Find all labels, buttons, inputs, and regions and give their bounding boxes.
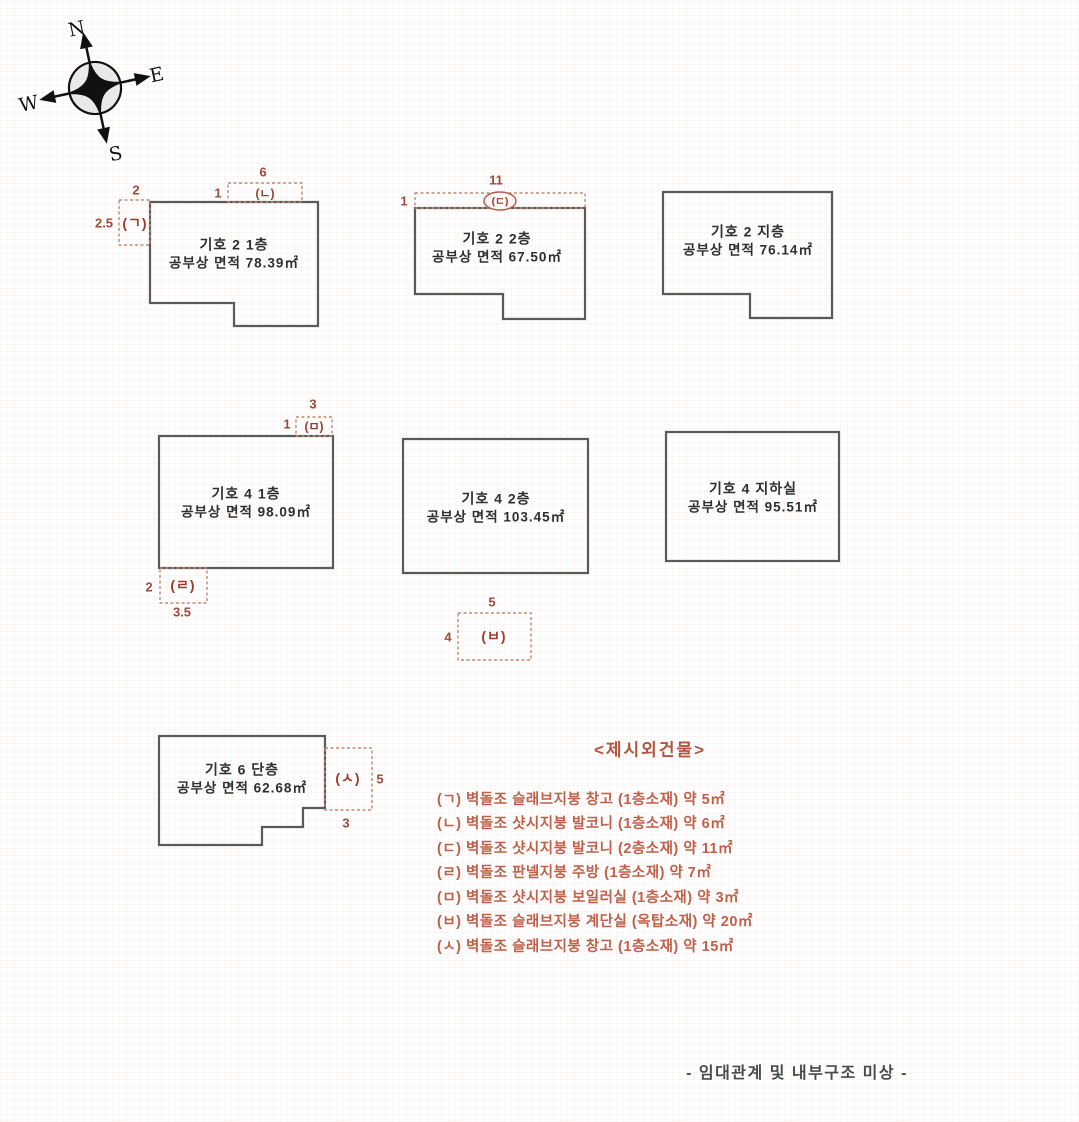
building-label-b4-1f: 기호 4 1층 공부상 면적 98.09㎡: [181, 484, 311, 521]
compass-label-west: W: [17, 91, 41, 117]
compass-label-north: N: [66, 17, 87, 42]
compass-arrowhead-north: [80, 32, 93, 50]
building-outline-b2-2f: [413, 206, 587, 321]
annex-box-n: [227, 182, 303, 203]
building-label-b2-2f: 기호 2 2층 공부상 면적 67.50㎡: [432, 229, 562, 266]
dim-s-bottom: 3: [342, 815, 350, 831]
dim-g-left: 2.5: [94, 215, 114, 231]
legend-item: (ㄱ) 벽돌조 슬래브지붕 창고 (1층소재) 약 5㎡: [437, 792, 726, 808]
annex-label-d: (ㄷ): [491, 195, 509, 208]
building-outline-b4-basement: [664, 430, 841, 563]
compass-label-south: S: [107, 142, 124, 166]
legend-title: <제시외건물>: [593, 740, 707, 760]
dim-d-left: 1: [400, 193, 408, 209]
annex-box-m: [295, 416, 333, 437]
footer-note: - 임대관계 및 내부구조 미상 -: [686, 1065, 908, 1082]
legend-item: (ㅂ) 벽돌조 슬래브지붕 계단실 (옥탑소재) 약 20㎡: [437, 914, 753, 930]
annex-oval-d: [483, 191, 517, 211]
dim-d-top: 11: [489, 172, 503, 188]
compass-arrowhead-east: [133, 73, 151, 86]
annex-box-s: [324, 747, 373, 811]
legend-item: (ㅁ) 벽돌조 샷시지붕 보일러실 (1층소재) 약 3㎡: [437, 890, 740, 906]
building-area: 공부상 면적 62.68㎡: [177, 780, 307, 796]
compass-arrowhead-west: [39, 90, 57, 103]
building-name: 기호 2 지층: [710, 223, 786, 240]
building-area: 공부상 면적 78.39㎡: [169, 255, 299, 271]
dim-r-bottom: 3.5: [172, 604, 192, 620]
dim-b-left: 4: [444, 629, 452, 645]
dim-s-right: 5: [376, 771, 384, 787]
annex-label-r: (ㄹ): [170, 577, 196, 593]
compass-label-east: E: [148, 63, 166, 87]
dim-m-left: 1: [283, 416, 291, 432]
annex-box-r: [159, 567, 208, 604]
compass-rose: [39, 32, 151, 144]
legend-item: (ㄴ) 벽돌조 샷시지붕 발코니 (1층소재) 약 6㎡: [437, 816, 726, 832]
building-outline-b4-1f: [157, 434, 335, 570]
building-outline-b2-1f: [148, 200, 320, 328]
building-name: 기호 2 1층: [199, 236, 269, 253]
legend-item: (ㄹ) 벽돌조 판넬지붕 주방 (1층소재) 약 7㎡: [437, 865, 712, 881]
annex-box-b: [457, 612, 532, 661]
building-name: 기호 4 1층: [211, 485, 281, 502]
building-area: 공부상 면적 76.14㎡: [683, 242, 813, 258]
legend-item: (ㄷ) 벽돌조 샷시지붕 발코니 (2층소재) 약 11㎡: [437, 841, 733, 857]
building-name: 기호 2 2층: [462, 230, 532, 247]
building-area: 공부상 면적 95.51㎡: [688, 499, 818, 515]
building-label-b4-basement: 기호 4 지하실 공부상 면적 95.51㎡: [688, 479, 818, 516]
building-label-b6-single: 기호 6 단층 공부상 면적 62.68㎡: [177, 760, 307, 797]
compass-arrowhead-south: [97, 126, 110, 144]
dim-n-top: 6: [259, 164, 267, 180]
dim-n-left: 1: [214, 185, 222, 201]
annex-box-g: [118, 199, 151, 246]
building-label-b2-1f: 기호 2 1층 공부상 면적 78.39㎡: [169, 235, 299, 272]
building-name: 기호 4 2층: [461, 490, 531, 507]
dim-b-top: 5: [488, 594, 496, 610]
building-label-b2-basement: 기호 2 지층 공부상 면적 76.14㎡: [683, 222, 813, 259]
annex-label-n: (ㄴ): [255, 186, 275, 201]
annex-label-m: (ㅁ): [304, 419, 324, 434]
building-name: 기호 6 단층: [204, 761, 280, 778]
dim-m-top: 3: [309, 396, 317, 412]
building-outline-b2-basement: [661, 190, 834, 320]
building-area: 공부상 면적 67.50㎡: [432, 249, 562, 265]
legend-item: (ㅅ) 벽돌조 슬래브지붕 창고 (1층소재) 약 15㎡: [437, 939, 734, 955]
building-name: 기호 4 지하실: [709, 480, 797, 497]
building-area: 공부상 면적 103.45㎡: [426, 509, 566, 525]
dim-r-left: 2: [145, 579, 153, 595]
dim-g-top: 2: [132, 182, 140, 198]
building-label-b4-2f: 기호 4 2층 공부상 면적 103.45㎡: [427, 489, 565, 526]
annex-label-s: (ㅅ): [335, 770, 361, 786]
compass-star: [64, 57, 126, 119]
building-area: 공부상 면적 98.09㎡: [181, 504, 311, 520]
building-outline-b4-2f: [401, 437, 590, 575]
annex-label-b: (ㅂ): [481, 628, 507, 644]
annex-label-g: (ㄱ): [122, 215, 148, 231]
